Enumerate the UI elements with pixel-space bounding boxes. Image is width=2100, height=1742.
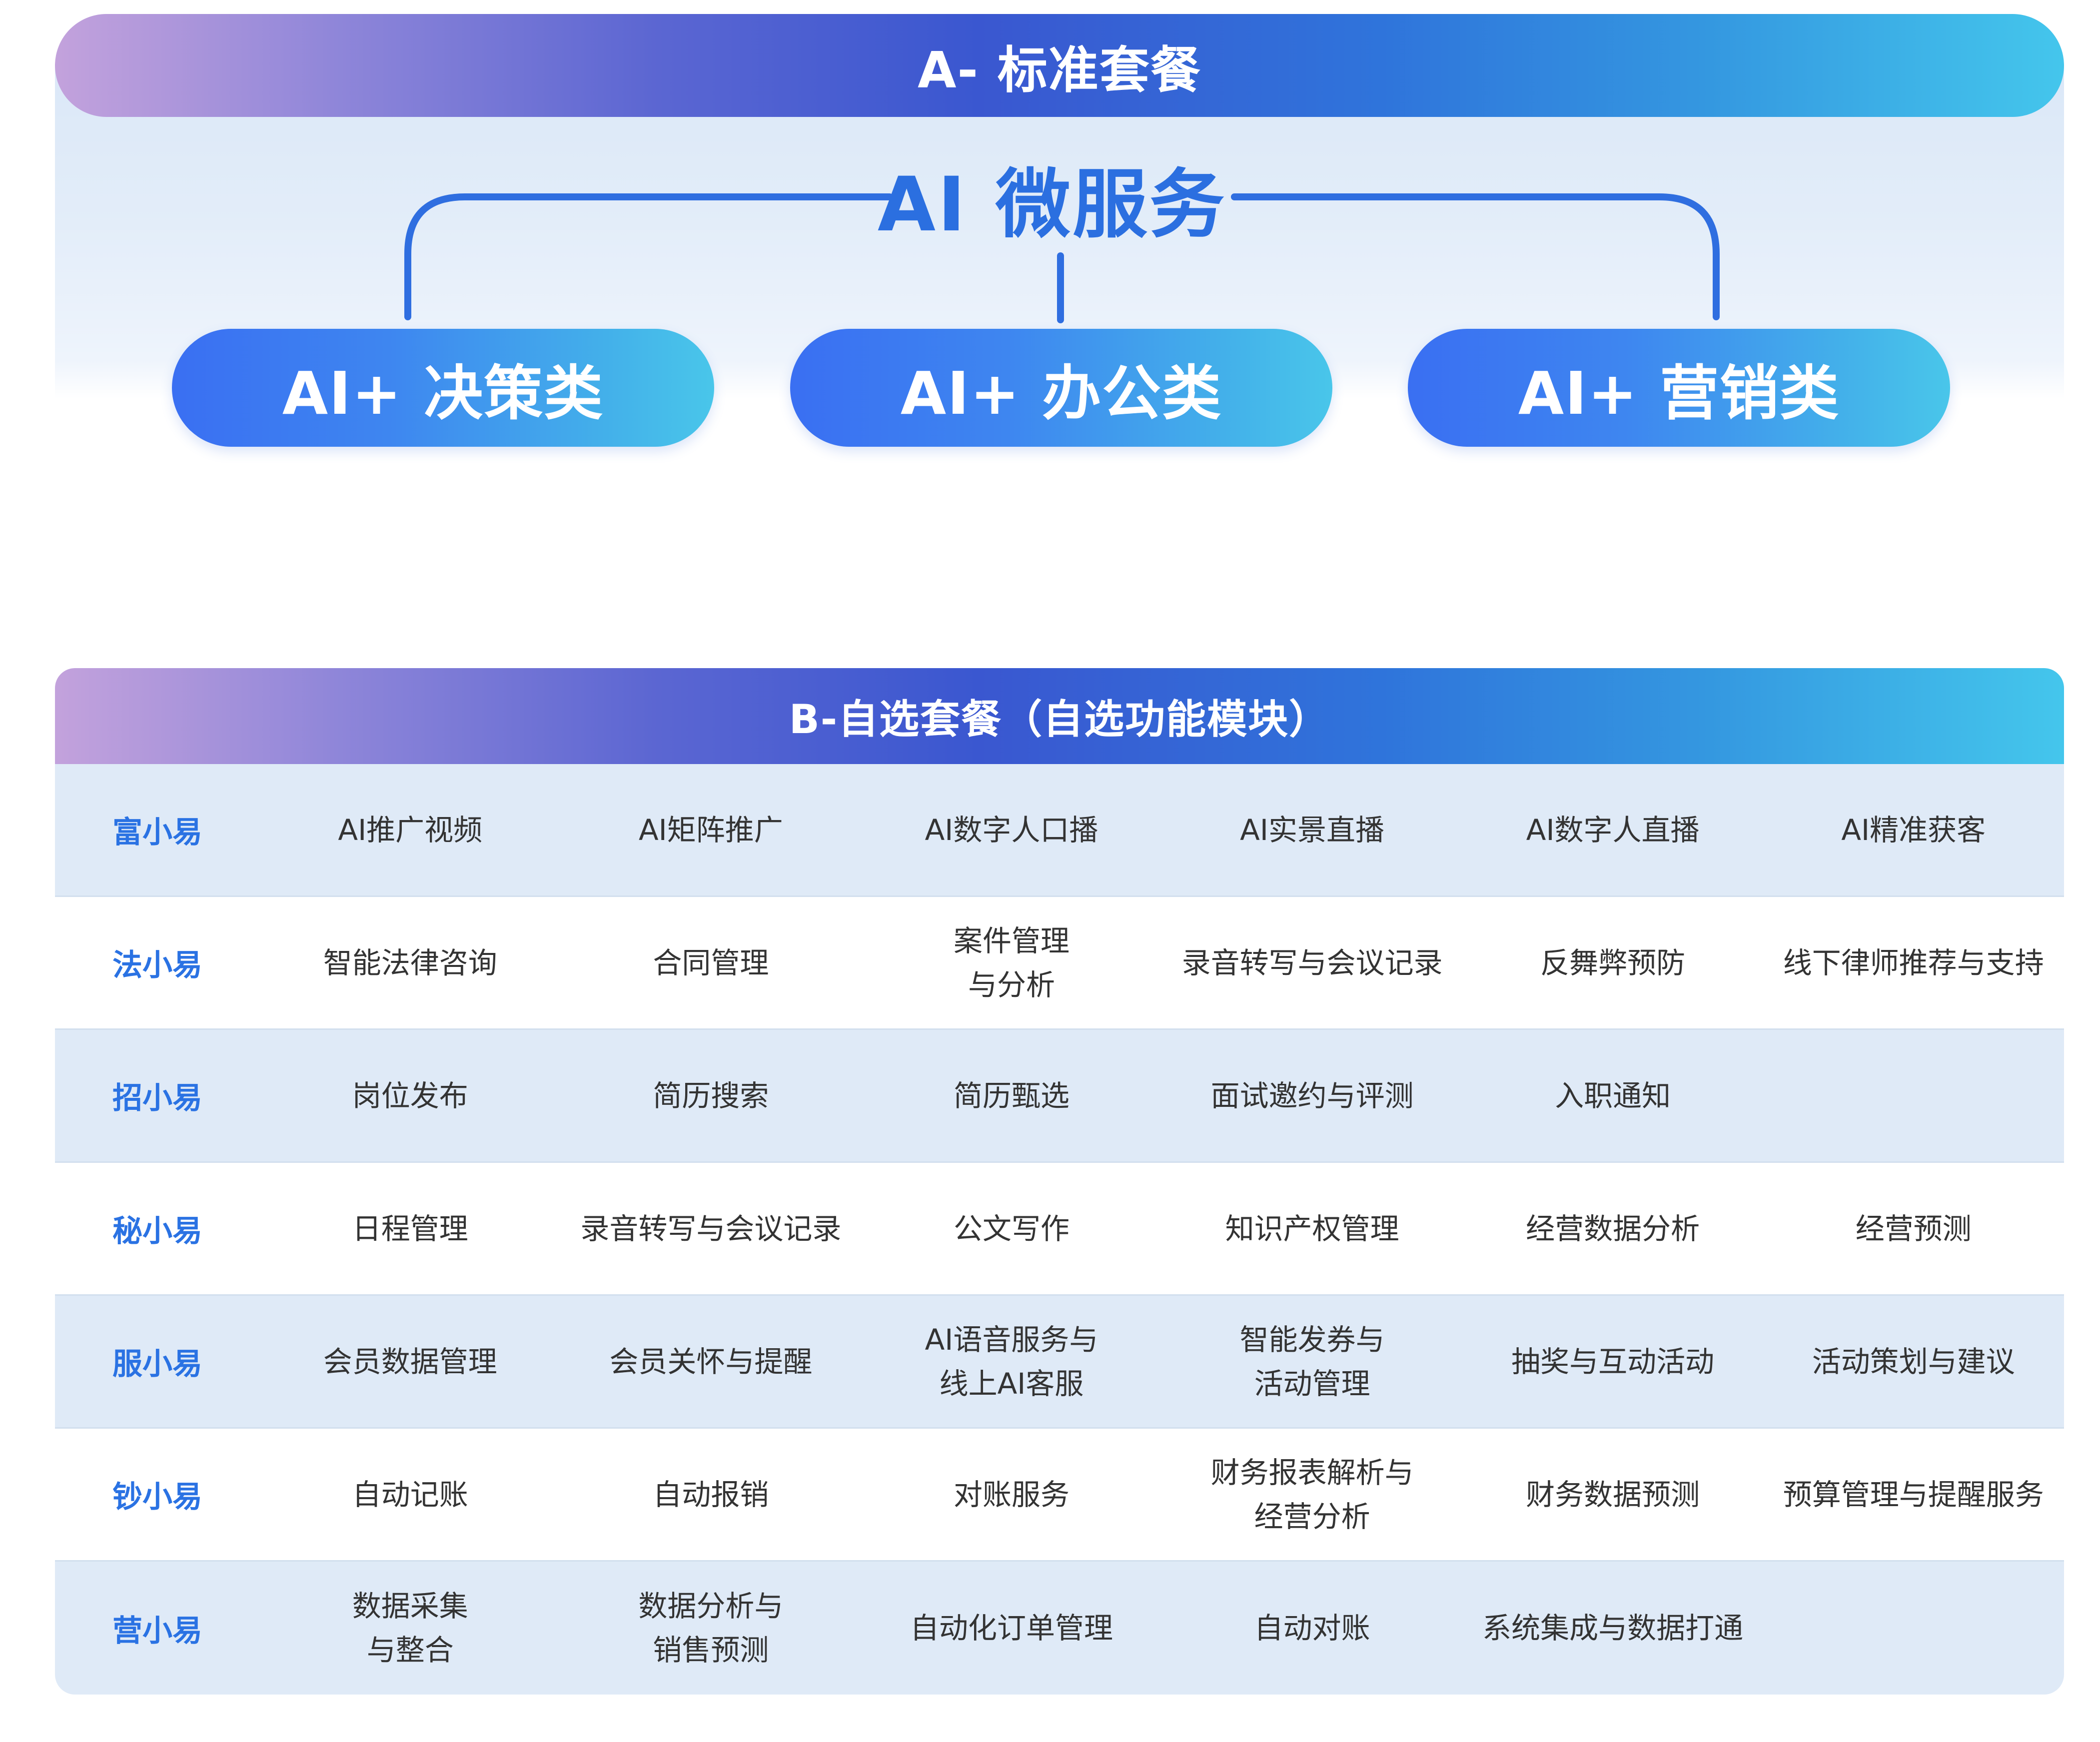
module-cell: 财务报表解析与 经营分析 — [1210, 1455, 1414, 1534]
module-cell: 录音转写与会议记录 — [580, 1211, 842, 1246]
module-cell: 数据采集 与整合 — [352, 1589, 468, 1667]
module-cell: 智能法律咨询 — [323, 945, 497, 980]
row-name: 营小易 — [112, 1613, 202, 1649]
row-name: 钞小易 — [112, 1480, 202, 1515]
custom-package-banner: B-自选套餐（自选功能模块） — [55, 668, 2064, 764]
custom-package-title: B-自选套餐（自选功能模块） — [789, 696, 1330, 743]
category-office[interactable]: AI+ 办公类 — [790, 329, 1332, 447]
custom-package-table: 富小易 AI推广视频 AI矩阵推广 AI数字人口播 AI实景直播 AI数字人直播… — [55, 764, 2064, 1695]
module-cell: 反舞弊预防 — [1540, 945, 1686, 980]
module-cell: 经营预测 — [1855, 1211, 1972, 1246]
module-cell: 知识产权管理 — [1225, 1211, 1399, 1246]
module-cell: 系统集成与数据打通 — [1482, 1611, 1744, 1645]
table-row: 秘小易 日程管理 录音转写与会议记录 公文写作 知识产权管理 经营数据分析 经营… — [55, 1163, 2064, 1296]
module-cell: AI矩阵推广 — [638, 813, 783, 847]
module-cell: AI推广视频 — [338, 813, 483, 847]
category-decision[interactable]: AI+ 决策类 — [172, 329, 714, 447]
module-cell: 自动化订单管理 — [910, 1611, 1113, 1645]
module-cell: 会员关怀与提醒 — [609, 1344, 813, 1379]
category-marketing-label: AI+ 营销类 — [1518, 358, 1840, 428]
module-cell: AI精准获客 — [1841, 813, 1986, 847]
category-decision-label: AI+ 决策类 — [282, 358, 604, 428]
module-cell: 自动记账 — [352, 1477, 468, 1512]
module-cell: 简历搜索 — [653, 1078, 769, 1113]
category-office-label: AI+ 办公类 — [900, 358, 1222, 428]
module-cell: 会员数据管理 — [323, 1344, 497, 1379]
module-cell: 公文写作 — [953, 1211, 1069, 1246]
ai-micro-service-title: AI 微服务 — [877, 161, 1227, 248]
table-row: 法小易 智能法律咨询 合同管理 案件管理 与分析 录音转写与会议记录 反舞弊预防… — [55, 897, 2064, 1030]
module-cell: AI实景直播 — [1240, 813, 1384, 847]
module-cell: 智能发券与 活动管理 — [1239, 1322, 1385, 1401]
row-name: 法小易 — [112, 948, 202, 983]
module-cell: AI数字人口播 — [925, 813, 1098, 847]
module-cell: 案件管理 与分析 — [953, 923, 1069, 1002]
table-row: 招小易 岗位发布 简历搜索 简历甄选 面试邀约与评测 入职通知 — [55, 1030, 2064, 1163]
category-marketing[interactable]: AI+ 营销类 — [1408, 329, 1950, 447]
module-cell: AI数字人直播 — [1526, 813, 1700, 847]
module-cell: 经营数据分析 — [1526, 1211, 1700, 1246]
table-row: 富小易 AI推广视频 AI矩阵推广 AI数字人口播 AI实景直播 AI数字人直播… — [55, 764, 2064, 897]
table-row: 服小易 会员数据管理 会员关怀与提醒 AI语音服务与 线上AI客服 智能发券与 … — [55, 1296, 2064, 1429]
row-name: 服小易 — [112, 1347, 202, 1382]
row-name: 招小易 — [112, 1081, 202, 1116]
module-cell: 入职通知 — [1555, 1078, 1671, 1113]
module-cell: 活动策划与建议 — [1812, 1344, 2015, 1379]
module-cell: 简历甄选 — [953, 1078, 1069, 1113]
module-cell — [1763, 1562, 2064, 1695]
table-row: 营小易 数据采集 与整合 数据分析与 销售预测 自动化订单管理 自动对账 系统集… — [55, 1562, 2064, 1695]
module-cell: 抽奖与互动活动 — [1511, 1344, 1715, 1379]
module-cell: 预算管理与提醒服务 — [1783, 1477, 2044, 1512]
module-cell: 线下律师推荐与支持 — [1783, 945, 2044, 980]
standard-package-title: A- 标准套餐 — [918, 40, 1201, 99]
module-cell: 日程管理 — [352, 1211, 468, 1246]
module-cell: 岗位发布 — [352, 1078, 468, 1113]
module-cell: 对账服务 — [953, 1477, 1069, 1512]
module-cell: 财务数据预测 — [1526, 1477, 1700, 1512]
module-cell: 自动报销 — [653, 1477, 769, 1512]
module-cell: AI语音服务与 线上AI客服 — [925, 1322, 1098, 1401]
module-cell: 自动对账 — [1254, 1611, 1370, 1645]
table-row: 钞小易 自动记账 自动报销 对账服务 财务报表解析与 经营分析 财务数据预测 预… — [55, 1429, 2064, 1562]
standard-package-banner: A- 标准套餐 — [55, 14, 2064, 117]
module-cell — [1763, 1030, 2064, 1161]
row-name: 富小易 — [112, 815, 202, 850]
module-cell: 录音转写与会议记录 — [1181, 945, 1443, 980]
row-name: 秘小易 — [112, 1214, 202, 1249]
module-cell: 面试邀约与评测 — [1210, 1078, 1414, 1113]
module-cell: 数据分析与 销售预测 — [638, 1589, 784, 1667]
module-cell: 合同管理 — [653, 945, 769, 980]
